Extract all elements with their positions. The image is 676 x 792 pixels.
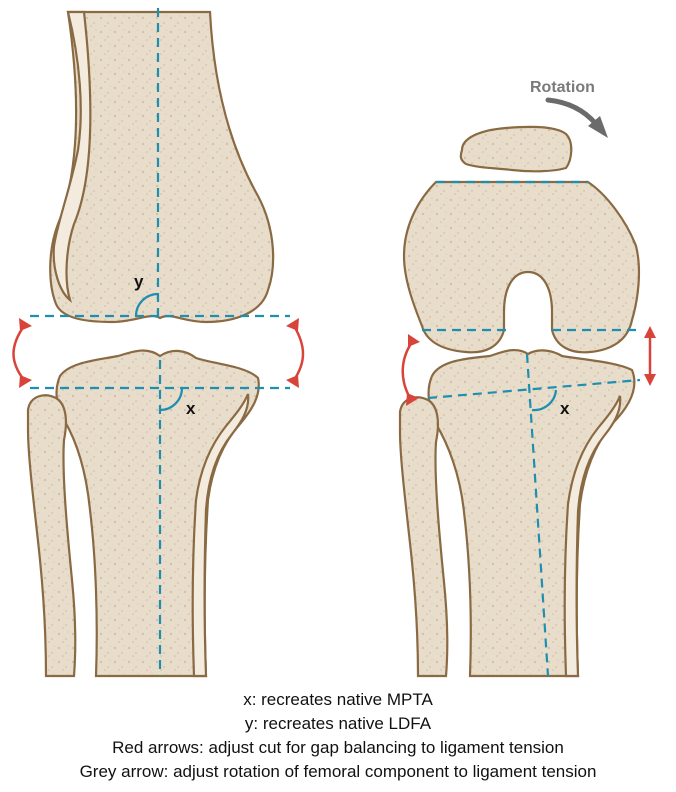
left-tibia [57,351,259,676]
right-tibia [429,350,635,676]
knee-diagram: y x x [0,0,676,680]
left-red-arrow-left [14,318,33,388]
label-x-right: x [560,399,570,418]
legend-line-red-arrows: Red arrows: adjust cut for gap balancing… [0,736,676,760]
legend-line-grey-arrow: Grey arrow: adjust rotation of femoral c… [0,760,676,784]
left-knee: y x [14,8,304,676]
rotation-label: Rotation [530,79,595,96]
right-red-arrow-right [644,326,656,386]
right-patella [461,127,571,171]
legend-line-x: x: recreates native MPTA [0,688,676,712]
label-x-left: x [186,399,196,418]
right-knee: x Rotation [400,79,656,676]
left-red-arrow-right [286,318,303,388]
legend-line-y: y: recreates native LDFA [0,712,676,736]
right-red-arrow-left [403,334,420,406]
left-fibula [28,395,75,676]
label-y: y [134,272,144,291]
right-femur [404,182,639,352]
legend: x: recreates native MPTA y: recreates na… [0,688,676,784]
right-fibula [400,397,447,676]
